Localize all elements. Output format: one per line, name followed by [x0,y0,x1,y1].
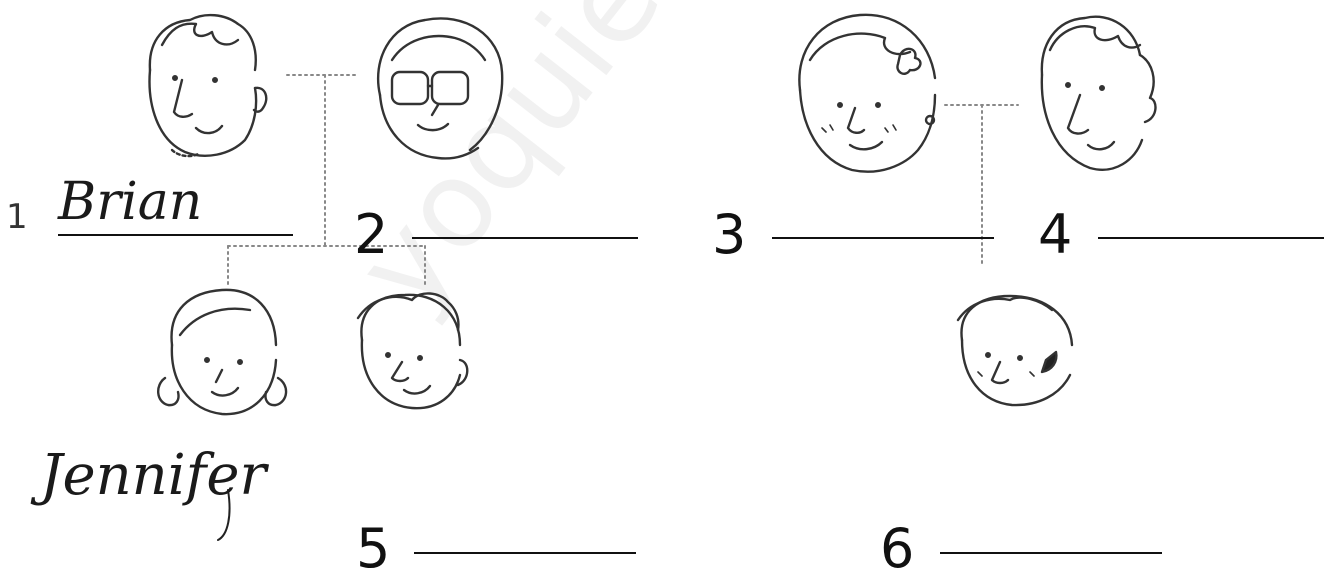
woman-glasses-face-icon [378,18,502,158]
item-2-answer-line[interactable] [412,237,638,239]
item-1-name: Brian [58,172,202,232]
boy-face-icon [358,293,467,408]
item-4-number: 4 [1038,208,1072,262]
item-1-answer-line [58,234,293,236]
man-face-icon [150,15,267,156]
item-1-number: 1 [6,200,28,234]
item-3-answer-line[interactable] [772,237,994,239]
item-3-number: 3 [712,208,746,262]
item-6-answer-line[interactable] [940,552,1162,554]
baby-face-icon [958,296,1072,405]
girl-pigtails-face-icon [158,290,286,414]
tree-connectors [228,75,1018,285]
child-name: Jennifer [40,443,266,508]
item-5-answer-line[interactable] [414,552,636,554]
item-6-number: 6 [880,522,914,576]
woman-flower-face-icon [799,15,935,172]
item-2-number: 2 [354,208,388,262]
item-4-answer-line[interactable] [1098,237,1324,239]
item-5-number: 5 [356,522,390,576]
man-face-icon [1042,17,1156,170]
